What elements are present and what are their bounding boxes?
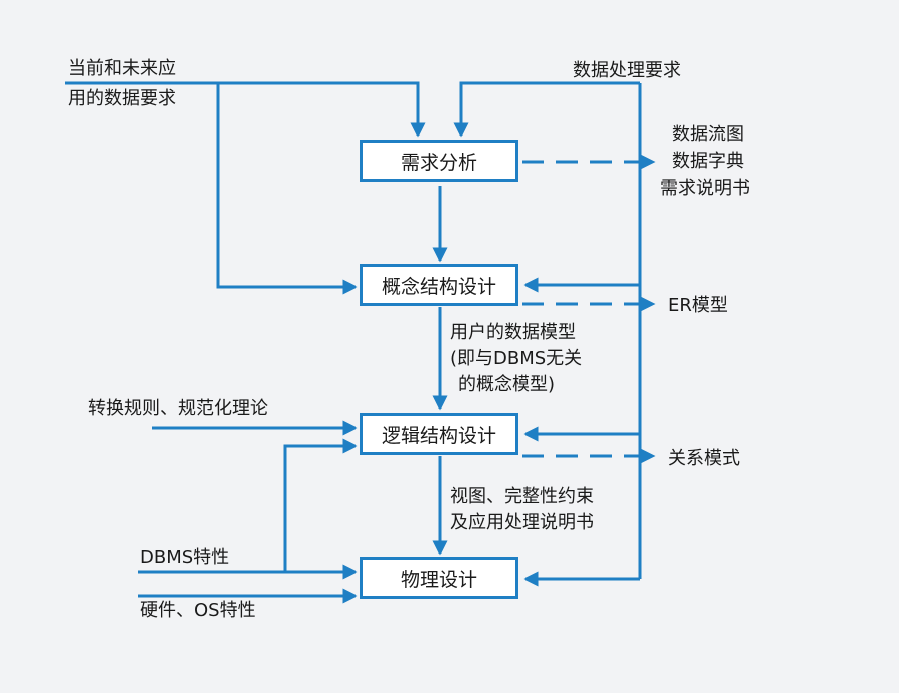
input-current-future-data-line1: 当前和未来应 — [68, 58, 176, 79]
input-conversion-rules: 转换规则、规范化理论 — [88, 398, 268, 419]
user-data-model-line2: (即与DBMS无关 — [450, 348, 583, 369]
physical-design-label: 物理设计 — [400, 568, 477, 591]
input-current-future-data-line2: 用的数据要求 — [68, 88, 176, 109]
logical-design-label: 逻辑结构设计 — [381, 424, 496, 447]
requirements-analysis-box: 需求分析 — [360, 140, 518, 182]
views-constraints-line1: 视图、完整性约束 — [450, 486, 594, 507]
conceptual-design-label: 概念结构设计 — [381, 275, 496, 298]
output-relational-model: 关系模式 — [668, 448, 740, 469]
arrow-data-req-to-analysis — [65, 81, 426, 138]
arrow-dbms-to-logical — [283, 438, 358, 572]
input-hardware-os: 硬件、OS特性 — [140, 600, 256, 621]
arrow-data-req-to-conceptual — [216, 83, 358, 295]
input-dbms-features: DBMS特性 — [140, 547, 230, 568]
output-data-dictionary: 数据字典 — [672, 151, 744, 172]
user-data-model-line1: 用户的数据模型 — [450, 322, 576, 343]
physical-design-box: 物理设计 — [360, 557, 518, 599]
user-data-model-line3: 的概念模型) — [458, 374, 556, 395]
input-data-processing-requirements: 数据处理要求 — [573, 60, 681, 81]
requirements-analysis-label: 需求分析 — [400, 151, 477, 174]
output-er-model: ER模型 — [668, 295, 728, 316]
views-constraints-line2: 及应用处理说明书 — [450, 512, 594, 533]
conceptual-design-box: 概念结构设计 — [360, 264, 518, 306]
output-dfd: 数据流图 — [672, 124, 744, 145]
arrow-processing-to-analysis — [453, 81, 640, 138]
output-requirements-spec: 需求说明书 — [660, 178, 750, 199]
logical-design-box: 逻辑结构设计 — [360, 413, 518, 455]
